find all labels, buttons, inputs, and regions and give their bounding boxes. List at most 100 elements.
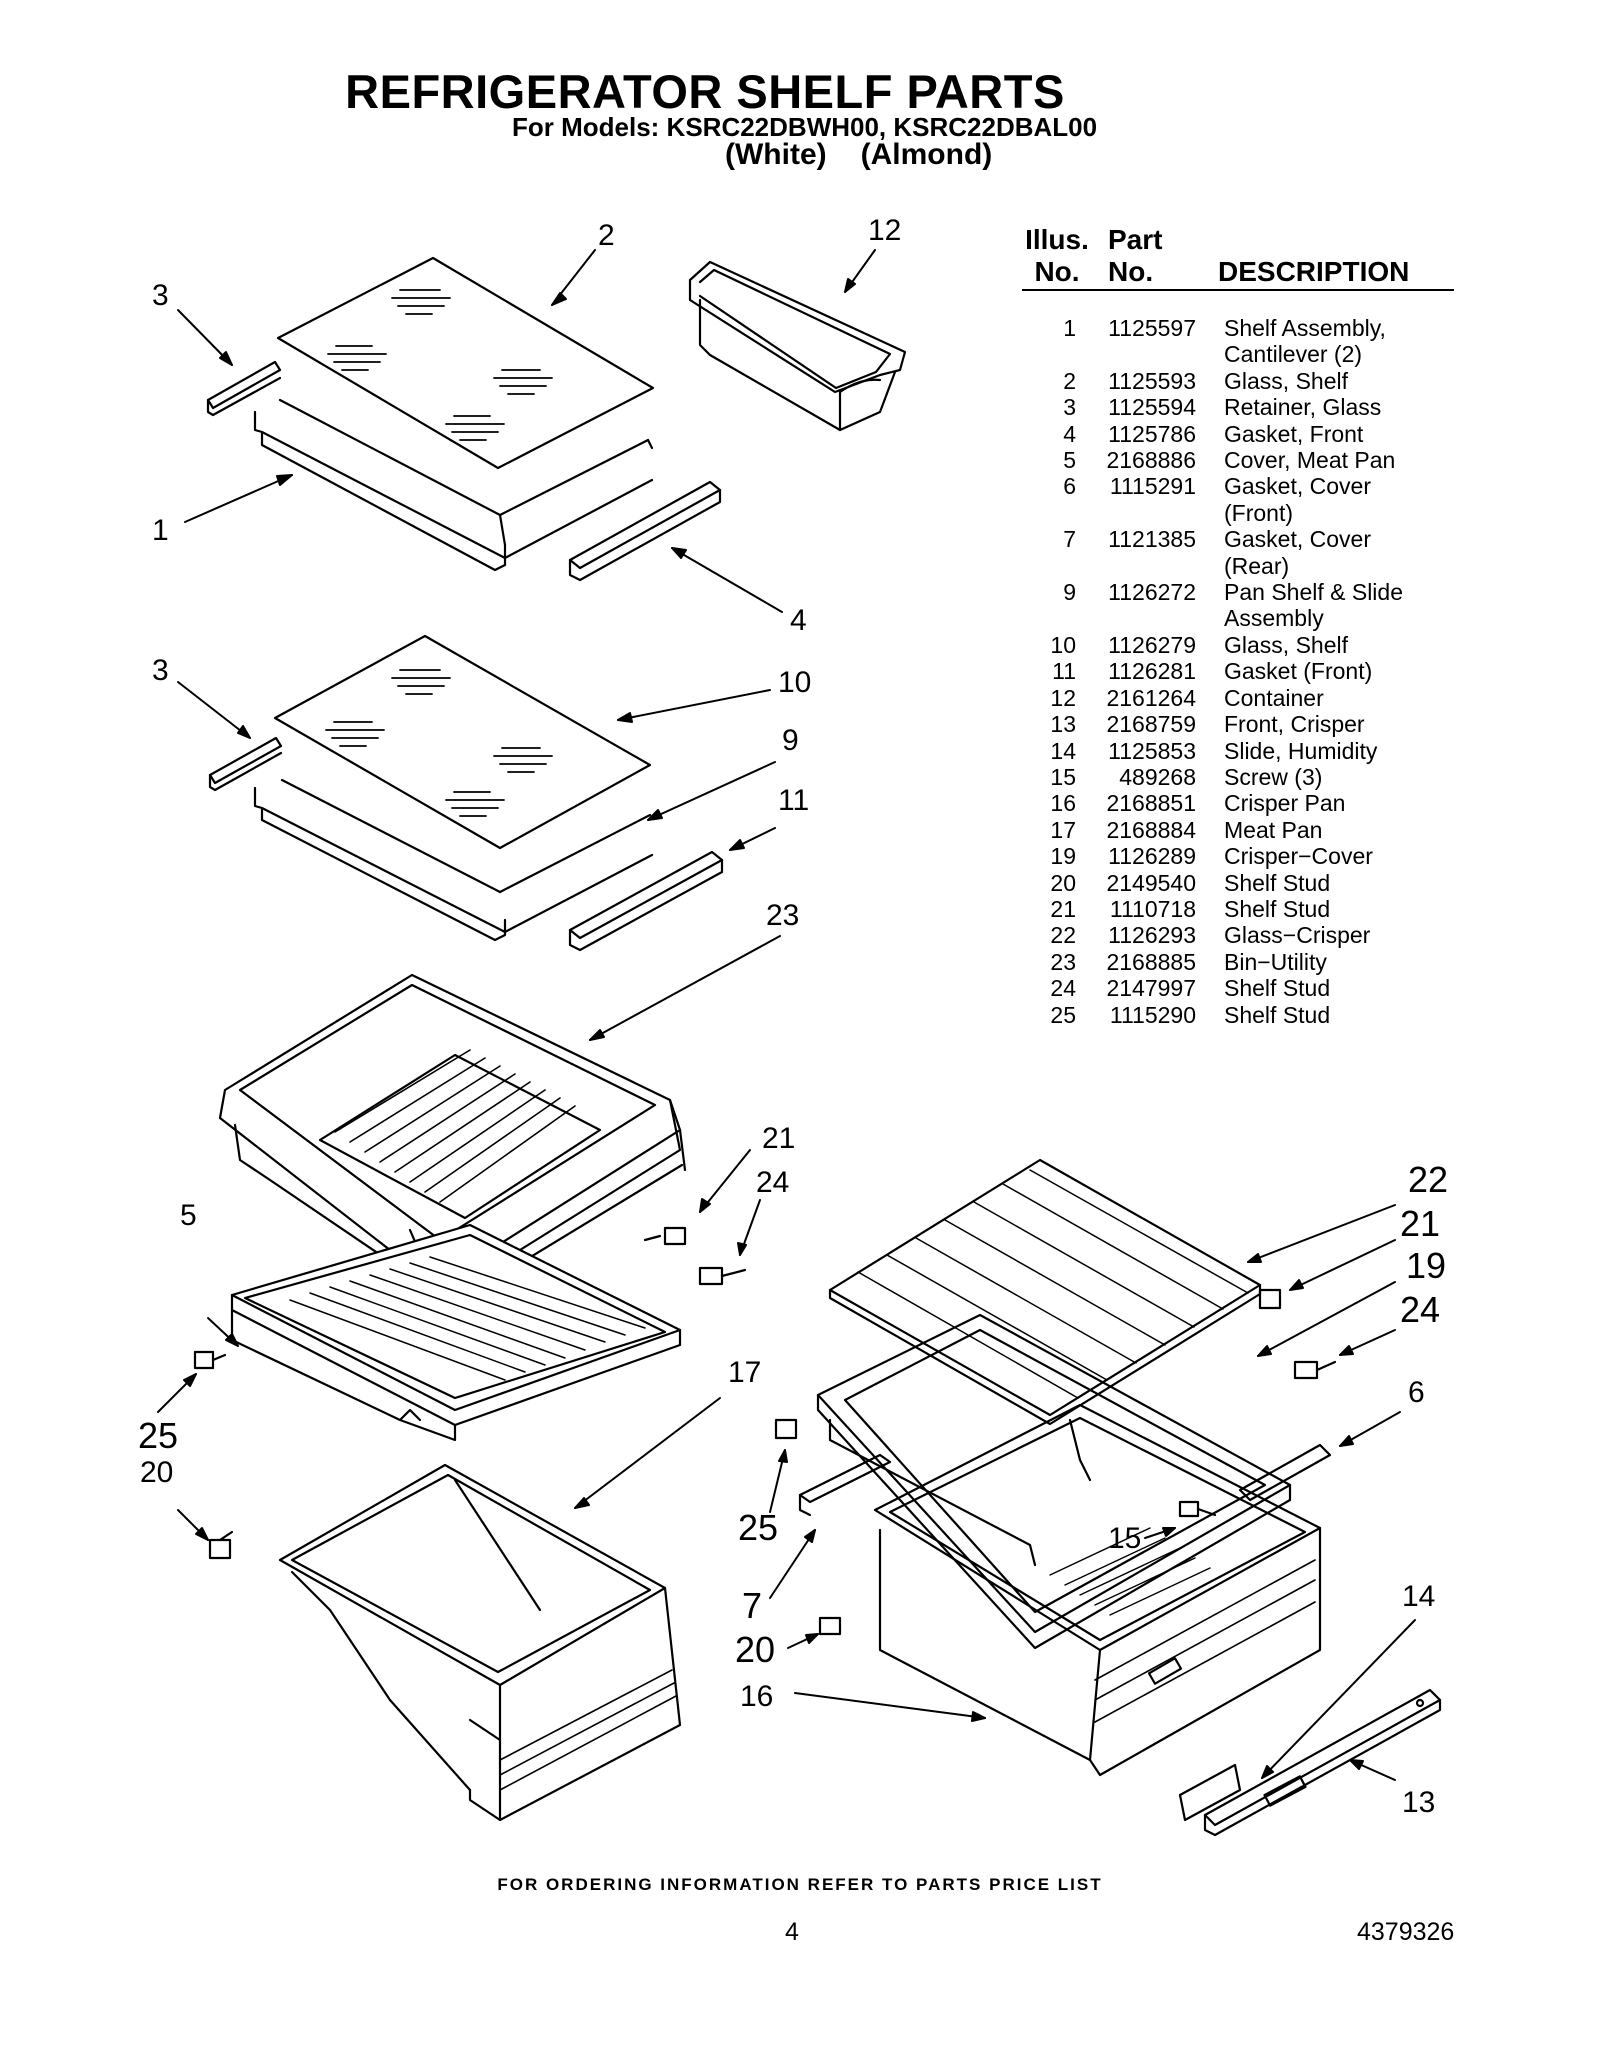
part-description: Slide, Humidity xyxy=(1224,737,1378,764)
meat-pan xyxy=(278,1463,682,1822)
illus-number: 15 xyxy=(1050,763,1076,790)
parts-row-continuation: (Front) xyxy=(1010,500,1484,526)
part-number: 1110718 xyxy=(1109,895,1196,922)
part-number: 1125593 xyxy=(1108,367,1196,394)
callout-24-left: 24 xyxy=(756,1166,789,1199)
illus-number: 10 xyxy=(1050,631,1076,658)
door-container xyxy=(688,260,907,432)
callout-20-right: 20 xyxy=(735,1629,775,1670)
upper-front-gasket xyxy=(568,480,722,582)
illus-number: 11 xyxy=(1052,658,1076,685)
part-number: 1126289 xyxy=(1108,843,1196,870)
callout-15: 15 xyxy=(1108,1522,1141,1555)
part-number: 2168886 xyxy=(1106,447,1196,474)
callout-16: 16 xyxy=(740,1680,773,1713)
illus-number: 2 xyxy=(1063,367,1076,394)
part-description: Shelf Stud xyxy=(1224,1001,1331,1028)
callout-21-left: 21 xyxy=(762,1122,795,1155)
callout-12: 12 xyxy=(868,214,901,247)
shelf-stud-21-right xyxy=(1258,1288,1282,1310)
part-number: 1125853 xyxy=(1108,737,1196,764)
part-description: Pan Shelf & Slide xyxy=(1224,579,1404,606)
part-description: Retainer, Glass xyxy=(1224,394,1382,421)
illus-number: 19 xyxy=(1050,843,1076,870)
callout-4: 4 xyxy=(790,604,807,637)
parts-row-continuation: Cantilever (2) xyxy=(1010,341,1484,367)
ordering-notice: FOR ORDERING INFORMATION REFER TO PARTS … xyxy=(497,1875,1103,1894)
shelf-stud-24-right xyxy=(1293,1360,1337,1380)
upper-glass-shelf xyxy=(276,256,655,470)
part-number: 1126279 xyxy=(1108,631,1196,658)
part-number: 1126281 xyxy=(1108,658,1196,685)
illus-number: 20 xyxy=(1050,869,1076,896)
cover-gasket-front xyxy=(1238,1443,1332,1502)
part-description: Assembly xyxy=(1224,605,1324,632)
part-description: Meat Pan xyxy=(1224,816,1323,843)
part-number: 1126293 xyxy=(1108,922,1196,949)
callout-2: 2 xyxy=(598,219,615,252)
part-description: Front, Crisper xyxy=(1224,711,1365,738)
illus-number: 14 xyxy=(1050,737,1076,764)
illus-number: 23 xyxy=(1050,948,1076,975)
shelf-stud-25-right xyxy=(774,1418,798,1440)
part-description: Crisper Pan xyxy=(1224,790,1346,817)
part-description: Container xyxy=(1224,684,1324,711)
part-description: (Front) xyxy=(1224,499,1293,526)
illus-number: 17 xyxy=(1050,816,1076,843)
part-number: 2168885 xyxy=(1106,948,1196,975)
callout-19: 19 xyxy=(1406,1245,1446,1286)
part-number: 2168851 xyxy=(1106,790,1196,817)
illus-number: 9 xyxy=(1063,579,1076,606)
callout-24-right: 24 xyxy=(1400,1289,1440,1330)
callout-7: 7 xyxy=(742,1585,762,1626)
variant-white: (White) xyxy=(725,138,827,171)
part-number: 489268 xyxy=(1119,763,1196,790)
illus-number: 6 xyxy=(1063,473,1076,500)
lower-glass-shelf xyxy=(273,634,652,850)
part-number: 2149540 xyxy=(1106,869,1196,896)
callout-11: 11 xyxy=(778,784,809,817)
part-description: Cover, Meat Pan xyxy=(1224,447,1396,474)
part-number: 1125594 xyxy=(1108,394,1196,421)
models-line: For Models: KSRC22DBWH00, KSRC22DBAL00 xyxy=(512,112,1098,142)
callout-22: 22 xyxy=(1408,1159,1448,1200)
illus-number: 5 xyxy=(1063,447,1076,474)
part-description: Cantilever (2) xyxy=(1224,341,1363,368)
illus-number: 22 xyxy=(1050,922,1076,949)
part-description: Gasket, Cover xyxy=(1224,526,1371,553)
part-description: Shelf Stud xyxy=(1224,975,1331,1002)
part-number: 1125786 xyxy=(1108,420,1196,447)
parts-row: 14 1125853 Slide, Humidity xyxy=(1010,738,1484,764)
upper-glass-retainer xyxy=(206,360,282,417)
part-description: Gasket, Front xyxy=(1224,420,1364,447)
part-number: 2161264 xyxy=(1106,684,1196,711)
callout-17: 17 xyxy=(728,1356,761,1389)
shelf-stud-20-right xyxy=(818,1616,842,1636)
illus-number: 7 xyxy=(1063,526,1076,553)
part-number: 1121385 xyxy=(1108,526,1196,553)
illus-number: 24 xyxy=(1050,975,1076,1002)
part-number: 2147997 xyxy=(1106,975,1196,1002)
part-number: 2168884 xyxy=(1106,816,1196,843)
callout-25-right: 25 xyxy=(738,1507,778,1548)
callout-9: 9 xyxy=(782,724,799,757)
model-variants: (White)(Almond) xyxy=(725,138,1026,172)
crisper-glass xyxy=(828,1158,1262,1426)
illus-number: 13 xyxy=(1050,711,1076,738)
illus-number: 21 xyxy=(1050,895,1076,922)
illus-number: 25 xyxy=(1050,1001,1076,1028)
part-description: (Rear) xyxy=(1224,552,1290,579)
callout-25-left: 25 xyxy=(138,1415,178,1456)
